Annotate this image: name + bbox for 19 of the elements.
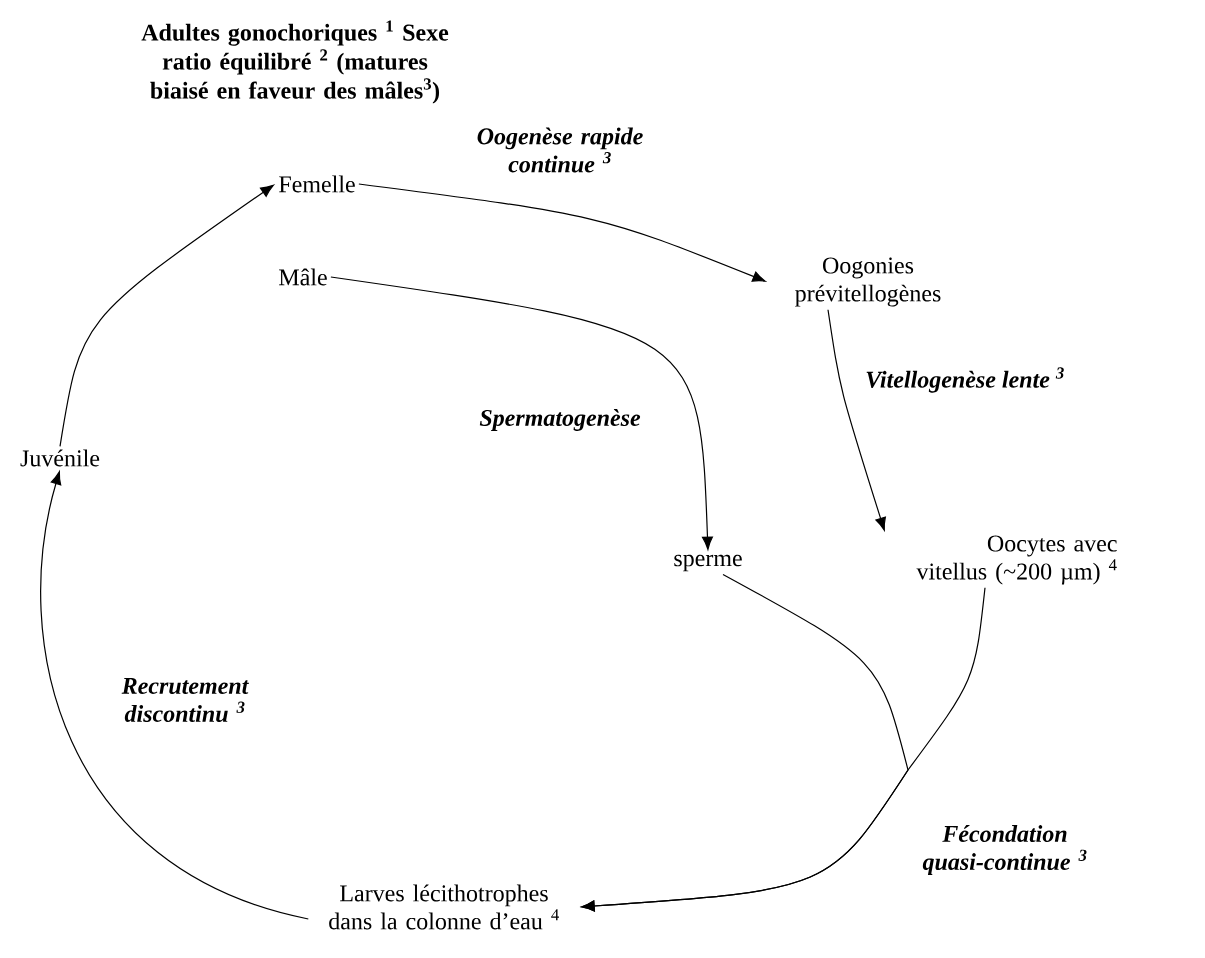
stage-label: Juvénile <box>20 449 100 467</box>
stage-label: Oocytes avec vitellus (~200 µm) $^{4}$ <box>916 535 1117 585</box>
edge-label: Recrutement discontinu $^{3}$ <box>121 678 249 722</box>
edge-label: Vitellogenèse lente $^{3}$ <box>866 367 1064 393</box>
arrow <box>40 471 309 920</box>
stage-label: Larves lécithotrophes dans la colonne d’eau $^{4}$ <box>329 884 559 930</box>
stage-label: Mâle <box>279 268 327 286</box>
edge-label: Oogenèse rapide continue $^{3}$ <box>477 127 643 173</box>
arrow <box>358 183 766 282</box>
arrow <box>581 573 909 912</box>
stage-label: sperme <box>674 554 742 572</box>
stage-label: Femelle <box>279 175 355 193</box>
arrow <box>330 276 713 550</box>
arrow <box>827 309 886 531</box>
arrow <box>59 184 274 447</box>
edge-label: Fécondation quasi-continue $^{3}$ <box>922 825 1087 875</box>
stage-label: Oogonies prévitellogènes <box>795 257 941 307</box>
edge-label: Spermatogenèse <box>479 409 641 431</box>
title: Adultes gonochoriques $^{1}$ Sexe ratio équilibré $^{2}$ (matures biaisé en faveur des mâles$^{3}$) <box>141 20 449 104</box>
